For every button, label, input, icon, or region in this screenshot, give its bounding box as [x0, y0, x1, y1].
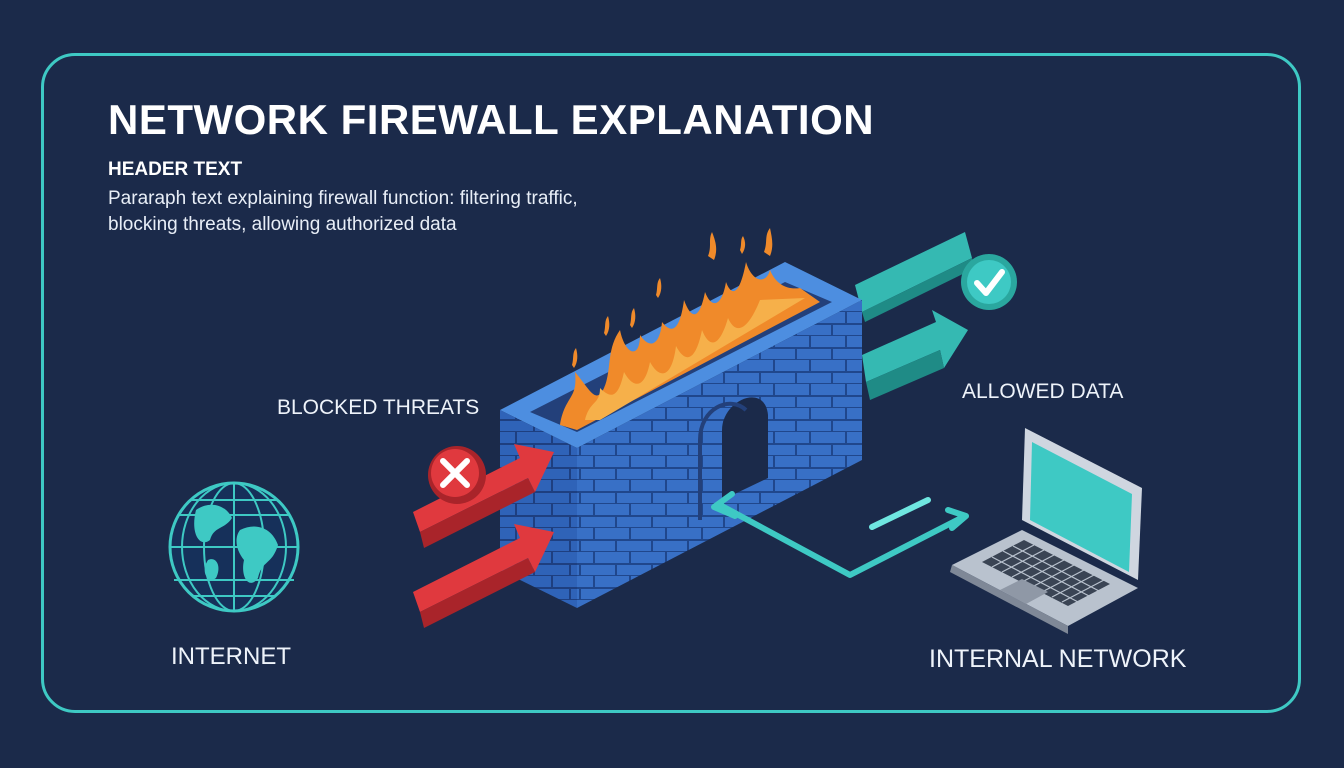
internet-label: INTERNET [171, 643, 291, 670]
allowed-data-label: ALLOWED DATA [962, 380, 1124, 403]
allowed-arrows [855, 232, 975, 400]
description-paragraph: Pararaph text explaining firewall functi… [108, 188, 578, 235]
page-title: NETWORK FIREWALL EXPLANATION [108, 96, 875, 143]
internal-network-label: INTERNAL NETWORK [929, 645, 1187, 673]
check-circle-icon [961, 254, 1017, 310]
x-circle-icon [428, 446, 486, 504]
globe-icon [168, 481, 300, 613]
blocked-threats-label: BLOCKED THREATS [277, 396, 480, 419]
laptop-icon [950, 428, 1142, 634]
threat-arrows [413, 444, 554, 628]
allowed-return-path [711, 491, 969, 578]
content-frame [41, 53, 1301, 713]
fire [560, 228, 820, 430]
header-text: HEADER TEXT [108, 159, 243, 180]
